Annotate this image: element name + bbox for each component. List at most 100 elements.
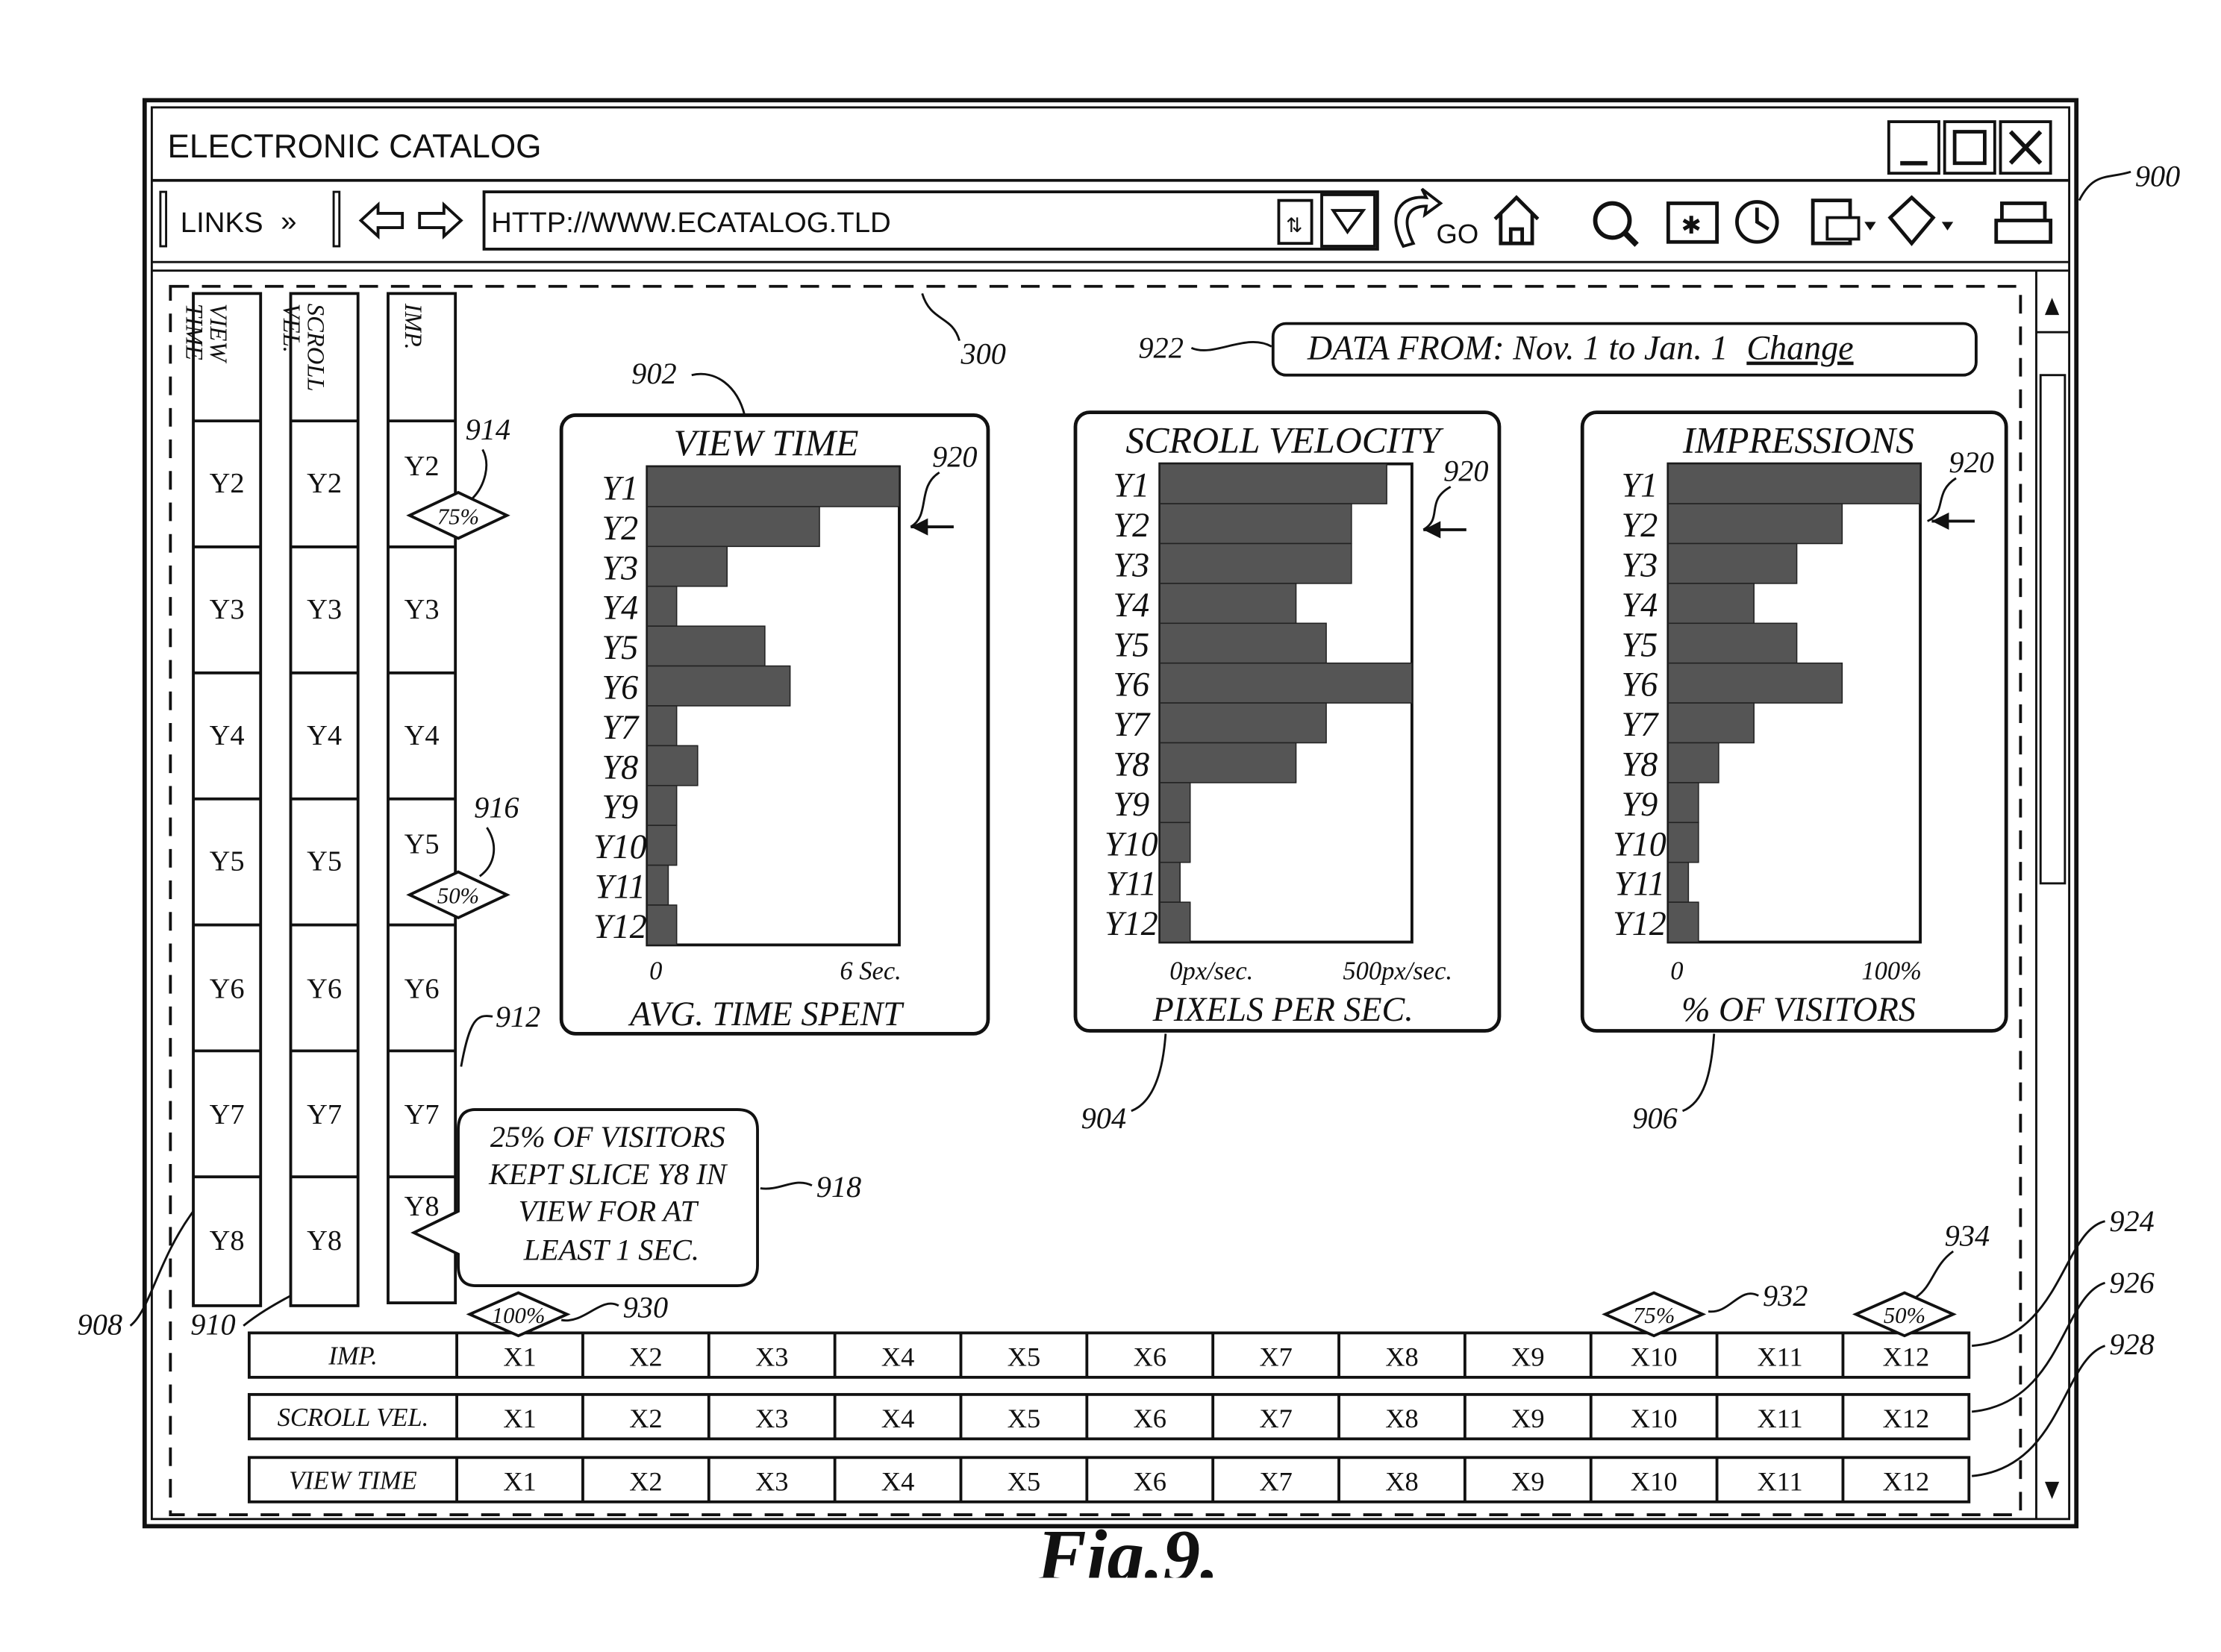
vertical-strip-2[interactable]: SCROLLVEL.Y2Y3Y4Y5Y6Y7Y8 xyxy=(278,293,358,1306)
strip-row-label: SCROLL VEL. xyxy=(278,1404,429,1432)
ref-902: 902 xyxy=(631,357,676,390)
strip-cell: X5 xyxy=(1008,1342,1041,1371)
vertical-strip-header: VIEWTIME xyxy=(180,304,231,364)
bar-Y9 xyxy=(1160,783,1190,822)
strip-cell: X7 xyxy=(1259,1342,1293,1371)
vertical-strip-cell: Y4 xyxy=(210,720,245,751)
callout-line-2: KEPT SLICE Y8 IN xyxy=(488,1157,728,1191)
callout-918: 25% OF VISITORS KEPT SLICE Y8 IN VIEW FO… xyxy=(414,1110,758,1286)
refresh-glyph: ⇅ xyxy=(1286,214,1303,237)
svg-text:DATA FROM: Nov. 1 to Jan. 1: DATA FROM: Nov. 1 to Jan. 1 Change xyxy=(1307,329,1854,367)
history-icon[interactable] xyxy=(1737,202,1777,243)
callout-line-4: LEAST 1 SEC. xyxy=(523,1233,699,1267)
strip-cell: X2 xyxy=(629,1466,663,1496)
category-label: Y11 xyxy=(1106,865,1157,903)
ref-926: 926 xyxy=(2109,1266,2154,1300)
vertical-strip-cell: Y7 xyxy=(307,1099,342,1130)
chart-3: IMPRESSIONSY1Y2Y3Y4Y5Y6Y7Y8Y9Y10Y11Y1201… xyxy=(1582,413,2006,1031)
chart-title: VIEW TIME xyxy=(674,422,859,463)
strip-cell: X3 xyxy=(755,1466,789,1496)
print-icon[interactable] xyxy=(1996,203,2051,242)
ref-908: 908 xyxy=(78,1307,122,1341)
horizontal-strip-3[interactable]: VIEW TIMEX1X2X3X4X5X6X7X8X9X10X11X12 xyxy=(249,1457,1969,1501)
vertical-strip-cell: Y8 xyxy=(307,1225,342,1257)
bar-Y2 xyxy=(1668,504,1842,543)
strip-cell: X11 xyxy=(1757,1466,1802,1496)
bar-Y11 xyxy=(1160,863,1180,902)
bar-Y3 xyxy=(1668,543,1796,583)
date-range-text: DATA FROM: Nov. 1 to Jan. 1 xyxy=(1307,329,1728,367)
callout-line-1: 25% OF VISITORS xyxy=(490,1120,725,1154)
category-label: Y12 xyxy=(1613,904,1666,942)
vertical-strip-1[interactable]: VIEWTIMEY2Y3Y4Y5Y6Y7Y8 xyxy=(180,293,260,1306)
ref-934: 934 xyxy=(1945,1218,1990,1252)
ref-906: 906 xyxy=(1632,1101,1677,1135)
strip-cell: X7 xyxy=(1259,1466,1293,1496)
vertical-strip-cell: Y7 xyxy=(210,1099,245,1130)
bar-Y12 xyxy=(647,905,676,945)
bar-Y7 xyxy=(647,706,676,745)
links-chevron[interactable]: » xyxy=(281,205,296,237)
address-bar[interactable]: HTTP://WWW.ECATALOG.TLD ⇅ xyxy=(484,192,1378,249)
strip-cell: X7 xyxy=(1259,1404,1293,1433)
date-range-box: DATA FROM: Nov. 1 to Jan. 1 Change xyxy=(1273,324,1976,375)
ref-922: 922 xyxy=(1138,331,1183,365)
strip-cell: X4 xyxy=(881,1342,915,1371)
horizontal-strip-2[interactable]: SCROLL VEL.X1X2X3X4X5X6X7X8X9X10X11X12 xyxy=(249,1395,1969,1439)
minimize-button[interactable] xyxy=(1889,122,1939,173)
close-button[interactable] xyxy=(2001,122,2051,173)
ref-930: 930 xyxy=(623,1290,668,1324)
patent-figure: ELECTRONIC CATALOG LINKS » HTTP://WWW.EC… xyxy=(0,0,2221,1577)
address-input[interactable]: HTTP://WWW.ECATALOG.TLD xyxy=(491,207,891,239)
vertical-strip-cell: Y2 xyxy=(404,451,440,482)
strip-cell: X6 xyxy=(1133,1466,1166,1496)
ref-932: 932 xyxy=(1763,1279,1808,1312)
category-label: Y6 xyxy=(602,669,639,707)
maximize-button[interactable] xyxy=(1945,122,1995,173)
marker-label: 50% xyxy=(1884,1303,1925,1328)
category-label: Y4 xyxy=(1622,586,1658,624)
tick-label-max: 100% xyxy=(1861,957,1922,985)
strip-cell: X12 xyxy=(1882,1404,1929,1433)
category-label: Y4 xyxy=(602,589,639,627)
links-label[interactable]: LINKS xyxy=(181,207,263,239)
vertical-strip-cell: Y5 xyxy=(404,829,440,860)
bar-Y2 xyxy=(647,507,819,546)
category-label: Y7 xyxy=(1622,705,1660,743)
category-label: Y10 xyxy=(1105,825,1158,863)
category-label: Y12 xyxy=(593,907,647,945)
bar-Y9 xyxy=(1668,783,1699,822)
category-label: Y6 xyxy=(1113,666,1150,704)
strip-cell: X3 xyxy=(755,1342,789,1371)
go-label: GO xyxy=(1437,219,1479,249)
change-link[interactable]: Change xyxy=(1746,329,1853,367)
callout-line-3: VIEW FOR AT xyxy=(519,1195,699,1228)
bar-Y1 xyxy=(1160,464,1387,504)
vertical-strip-cell: Y8 xyxy=(404,1191,440,1222)
strip-cell: X12 xyxy=(1882,1342,1929,1371)
marker-label: 50% xyxy=(437,883,479,909)
strip-cell: X5 xyxy=(1008,1404,1041,1433)
category-label: Y9 xyxy=(1113,785,1150,823)
charts: VIEW TIMEY1Y2Y3Y4Y5Y6Y7Y8Y9Y10Y11Y1206 S… xyxy=(561,413,2006,1034)
bar-Y1 xyxy=(1668,464,1920,504)
vertical-strip-3[interactable]: IMP.Y2Y3Y4Y5Y6Y7Y8 xyxy=(388,293,455,1303)
marker-label: 100% xyxy=(492,1303,546,1328)
vertical-strip-cell: Y5 xyxy=(210,846,245,877)
category-label: Y8 xyxy=(602,748,639,786)
bar-Y4 xyxy=(1668,583,1754,623)
strip-row-label: IMP. xyxy=(328,1342,378,1371)
strip-row-label: VIEW TIME xyxy=(289,1467,417,1495)
chart-1: VIEW TIMEY1Y2Y3Y4Y5Y6Y7Y8Y9Y10Y11Y1206 S… xyxy=(561,415,988,1033)
strip-cell: X10 xyxy=(1631,1404,1678,1433)
category-label: Y8 xyxy=(1113,745,1150,783)
horizontal-strip-1[interactable]: IMP.X1X2X3X4X5X6X7X8X9X10X11X12 xyxy=(249,1333,1969,1377)
vertical-strip-cell: Y6 xyxy=(210,973,245,1004)
bar-Y12 xyxy=(1160,902,1190,942)
favorites-icon[interactable]: ✱ xyxy=(1668,203,1716,242)
bar-Y6 xyxy=(1160,663,1412,703)
strip-cell: X6 xyxy=(1133,1404,1166,1433)
ref-910: 910 xyxy=(190,1307,235,1341)
category-label: Y2 xyxy=(1113,506,1150,544)
bar-Y6 xyxy=(647,666,790,706)
